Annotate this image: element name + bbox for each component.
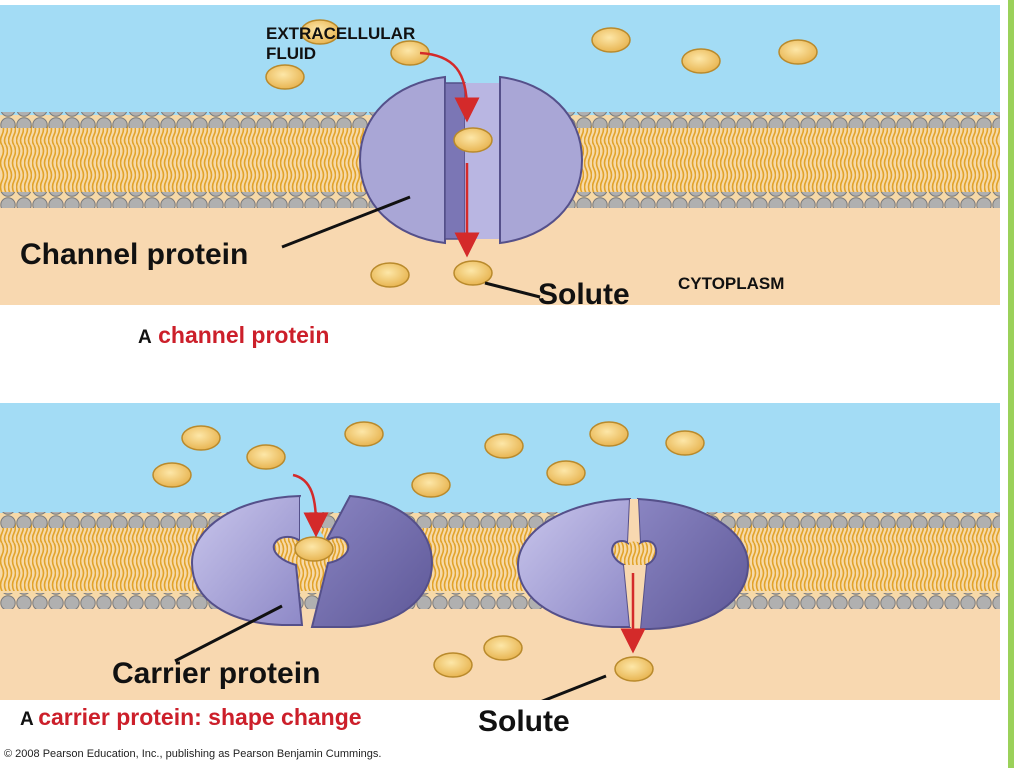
extracellular-fluid-label: EXTRACELLULAR FLUID bbox=[266, 24, 416, 63]
channel-protein-label: Channel protein bbox=[20, 238, 249, 271]
solute-label-top: Solute bbox=[538, 278, 630, 311]
caption-carrier-prefix: A bbox=[20, 709, 34, 730]
lipid-tails-bottom bbox=[0, 523, 1000, 591]
solute-label-bottom: Solute bbox=[478, 705, 570, 738]
channel-protein-leader-line bbox=[281, 195, 411, 249]
caption-carrier-text: carrier protein: shape change bbox=[38, 704, 362, 730]
carrier-protein-open-inside bbox=[516, 497, 750, 630]
solute-entry-arrow bbox=[419, 51, 480, 123]
accent-bar bbox=[1008, 0, 1014, 768]
lipid-heads-outer-bottom bbox=[0, 512, 1000, 528]
cytoplasm-label: CYTOPLASM bbox=[678, 274, 785, 293]
copyright-notice: © 2008 Pearson Education, Inc., publishi… bbox=[4, 748, 382, 760]
channel-protein-diagram bbox=[0, 5, 1000, 305]
solute-molecules bbox=[265, 19, 818, 288]
channel-protein-panel bbox=[0, 5, 1000, 305]
solute-leader-line bbox=[484, 281, 541, 299]
carrier-protein-open-outside bbox=[190, 494, 434, 628]
solute-molecules-bottom bbox=[152, 421, 705, 682]
lipid-heads-inner-bottom bbox=[0, 593, 1000, 609]
carrier-protein-panel bbox=[0, 403, 1000, 700]
carrier-protein-leader-line bbox=[174, 604, 283, 663]
solute-leader-line-bottom bbox=[541, 674, 607, 700]
channel-protein-shape bbox=[358, 75, 584, 245]
caption-channel-text: channel protein bbox=[158, 322, 330, 348]
caption-channel-prefix: A bbox=[138, 327, 152, 348]
carrier-entry-arrow bbox=[292, 473, 329, 538]
caption-channel: A channel protein bbox=[138, 322, 329, 349]
caption-carrier: A carrier protein: shape change bbox=[20, 704, 362, 731]
carrier-protein-label: Carrier protein bbox=[112, 657, 321, 690]
carrier-protein-diagram bbox=[0, 403, 1000, 700]
